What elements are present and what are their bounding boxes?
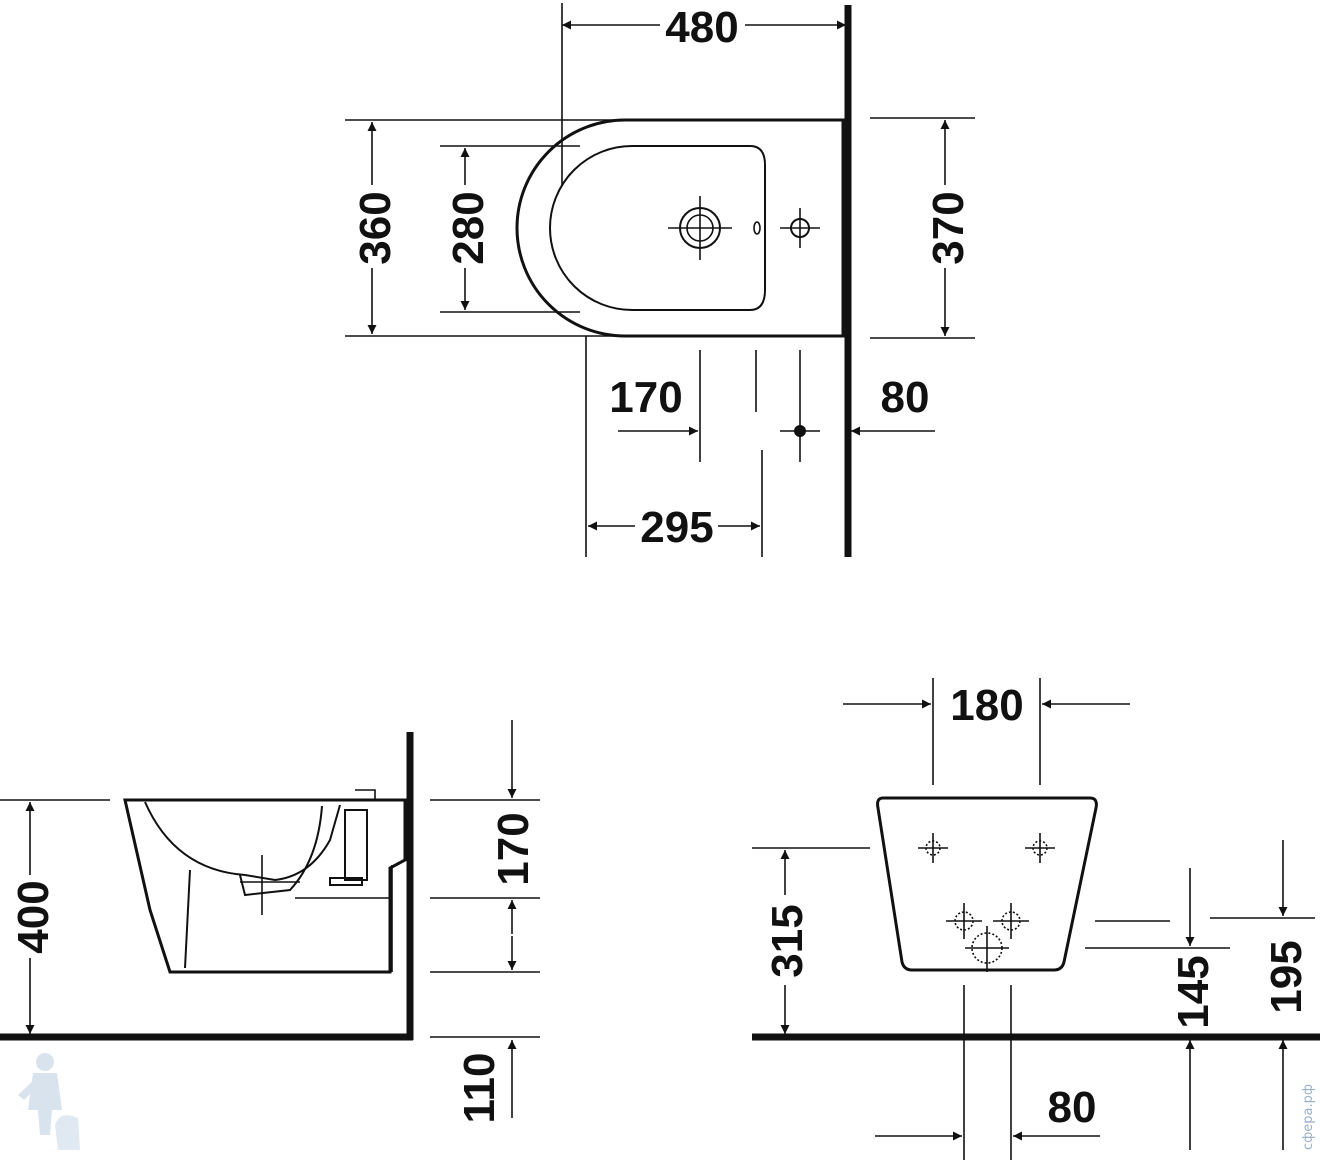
dim-depth-total: 370 — [924, 191, 973, 264]
bowl-inner-side — [144, 801, 341, 882]
overflow-hole — [753, 221, 761, 235]
dim-bolt-height: 315 — [763, 904, 812, 977]
supply-connection-left — [946, 903, 982, 939]
bowl-inner-top — [549, 145, 766, 311]
top-view: 480 360 280 370 170 80 29 — [345, 3, 975, 557]
dim-drain-height: 195 — [1262, 940, 1311, 1013]
supply-connection-right — [993, 903, 1029, 939]
fixing-bolt-left — [918, 833, 948, 863]
dim-floor-gap: 110 — [455, 1053, 504, 1124]
dim-rim-to-mid: 170 — [489, 812, 538, 885]
rear-view: 180 315 145 195 80 — [752, 678, 1320, 1160]
watermark-text: сфера.рф — [1301, 1084, 1316, 1150]
dim-wall-offset: 80 — [881, 373, 930, 422]
dim-tap-offset: 170 — [609, 373, 682, 422]
bidet-outline-side — [123, 798, 407, 974]
dim-depth-outer: 360 — [351, 191, 400, 264]
dim-width: 480 — [665, 3, 738, 52]
side-view: 400 170 110 — [0, 720, 540, 1123]
dim-bolt-spacing: 180 — [950, 681, 1023, 730]
fixing-bolt-right — [1025, 833, 1055, 863]
dim-drain-spacing: 80 — [1048, 1083, 1097, 1132]
tap-center-point — [794, 425, 806, 437]
dim-height: 400 — [9, 880, 58, 953]
drain-connection — [965, 926, 1009, 972]
dim-depth-inner: 280 — [444, 191, 493, 264]
watermark-logo — [18, 1053, 80, 1150]
dim-drain-offset: 295 — [640, 503, 713, 552]
dim-supply-height: 145 — [1169, 955, 1218, 1028]
